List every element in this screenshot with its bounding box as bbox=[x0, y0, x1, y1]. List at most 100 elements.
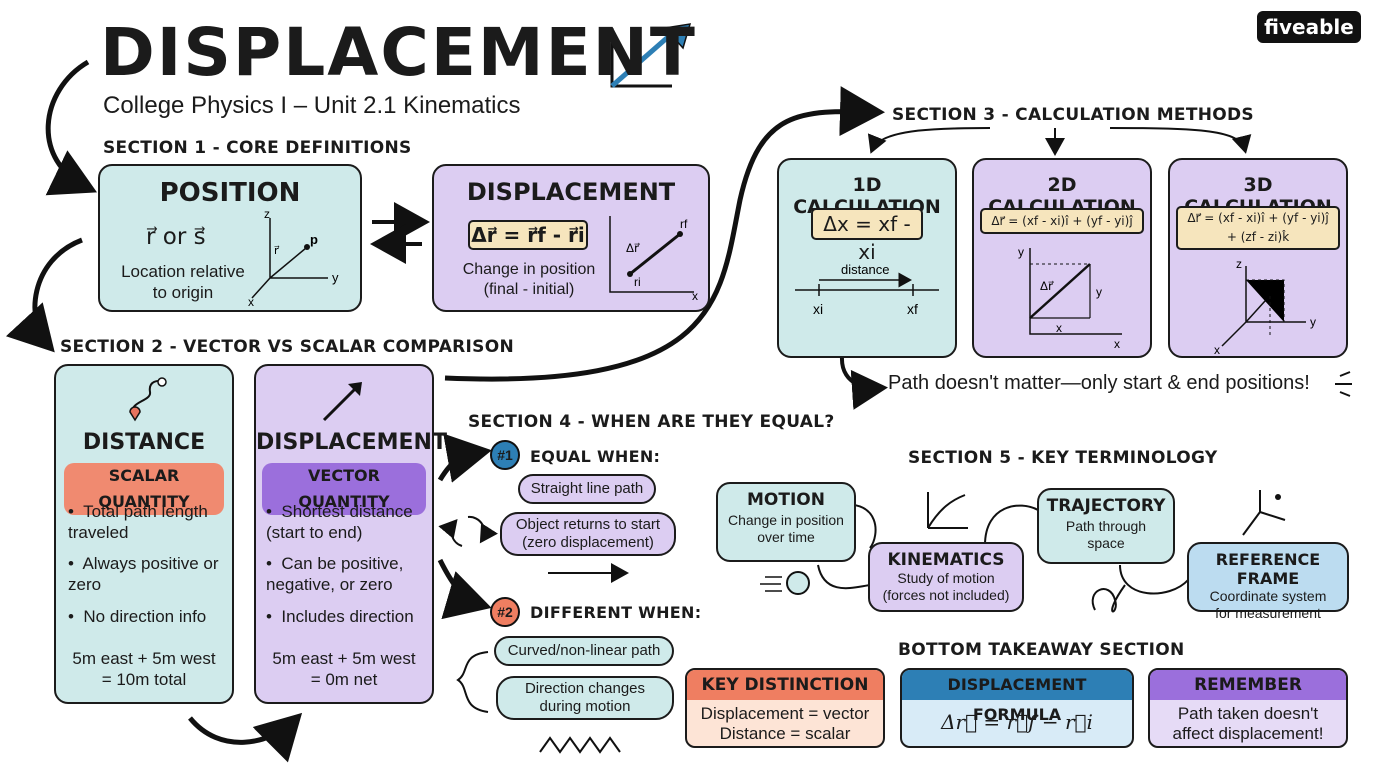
displacement-compare-title: DISPLACEMENT bbox=[256, 430, 447, 455]
distance-card: DISTANCE SCALAR QUANTITY • Total path le… bbox=[54, 364, 234, 704]
path-note: Path doesn't matter—only start & end pos… bbox=[888, 372, 1310, 394]
calc-3d-diagram: z y x bbox=[1214, 257, 1316, 356]
term-kinematics: KINEMATICS Study of motion (forces not i… bbox=[868, 542, 1024, 612]
remember-title: REMEMBER bbox=[1150, 670, 1346, 700]
distance-example-line1: 5m east + 5m west bbox=[72, 649, 216, 668]
term-trajectory-title: TRAJECTORY bbox=[1046, 496, 1166, 516]
position-card: POSITION r⃗ or s⃗ Location relative to o… bbox=[98, 164, 362, 312]
remember-line1: Path taken doesn't bbox=[1177, 704, 1319, 723]
calc-3d-z-axis: z bbox=[1236, 257, 1242, 271]
calc-2d-dr-label: Δr⃗ bbox=[1040, 279, 1054, 293]
axis-label-z: z bbox=[264, 207, 270, 221]
calc-2d-y-axis: y bbox=[1018, 245, 1024, 259]
calc-1d-xf-label: xf bbox=[907, 301, 918, 317]
displacement-bullet-2: • Can be positive, negative, or zero bbox=[266, 554, 404, 594]
key-distinction-card: KEY DISTINCTION Displacement = vector Di… bbox=[685, 668, 885, 748]
key-distinction-line1: Displacement = vector bbox=[700, 704, 870, 723]
vector-arrow-icon bbox=[322, 382, 362, 422]
term-kinematics-title: KINEMATICS bbox=[887, 550, 1005, 570]
remember-line2: affect displacement! bbox=[1172, 724, 1324, 743]
remember-card: REMEMBER Path taken doesn't affect displ… bbox=[1148, 668, 1348, 748]
distance-bullet-1: • Total path length traveled bbox=[68, 502, 208, 542]
diagram-label-ri: ri bbox=[634, 275, 641, 289]
axis-label-y: y bbox=[332, 270, 339, 285]
term-reference-frame-title: REFERENCE FRAME bbox=[1215, 550, 1321, 588]
distance-title: DISTANCE bbox=[82, 430, 206, 455]
displacement-definition-title: DISPLACEMENT bbox=[466, 178, 676, 206]
diagram-label-x: x bbox=[692, 289, 698, 302]
different-item-direction-changes: Direction changes during motion bbox=[496, 676, 674, 720]
term-reference-frame: REFERENCE FRAME Coordinate system for me… bbox=[1187, 542, 1349, 621]
calc-1d-xi-label: xi bbox=[813, 301, 823, 317]
displacement-bullet-3: • Includes direction bbox=[266, 607, 414, 626]
position-desc-line1: Location relative bbox=[121, 262, 245, 281]
page-subtitle: College Physics I – Unit 2.1 Kinematics bbox=[103, 92, 521, 119]
calc-2d-card: 2D CALCULATION Δr⃗ = (xf - xi)î + (yf - … bbox=[972, 158, 1152, 358]
displacement-definition-card: DISPLACEMENT Δr⃗ = r⃗f - r⃗i Change in p… bbox=[432, 164, 710, 312]
calc-1d-card: 1D CALCULATION Δx = xf - xi distance xi … bbox=[777, 158, 957, 358]
calc-3d-formula-line1: Δr⃗ = (xf - xi)î + (yf - yi)ĵ bbox=[1187, 211, 1329, 225]
displacement-example-line1: 5m east + 5m west bbox=[272, 649, 416, 668]
displacement-bullet-1: • Shortest distance (start to end) bbox=[266, 502, 413, 542]
equal-badge: #1 bbox=[490, 440, 520, 470]
term-motion-title: MOTION bbox=[747, 490, 825, 510]
fiveable-logo: fiveable bbox=[1257, 11, 1361, 43]
point-label-p: p bbox=[310, 232, 318, 247]
equal-label: EQUAL WHEN: bbox=[530, 447, 661, 466]
equal-item-returns-to-start: Object returns to start (zero displaceme… bbox=[500, 512, 676, 556]
different-item-curved-path: Curved/non-linear path bbox=[494, 636, 674, 666]
calc-2d-formula: Δr⃗ = (xf - xi)î + (yf - yi)ĵ bbox=[980, 208, 1144, 234]
distance-bullet-2: • Always positive or zero bbox=[68, 554, 219, 594]
logo-text: fiveable bbox=[1264, 15, 1354, 39]
vector-quantity-tag: VECTOR QUANTITY bbox=[262, 463, 426, 515]
calc-3d-formula-line2: + (zf - zi)k̂ bbox=[1226, 230, 1290, 244]
section3-heading: SECTION 3 - CALCULATION METHODS bbox=[892, 105, 1254, 125]
position-title: POSITION bbox=[159, 178, 301, 208]
section2-heading: SECTION 2 - VECTOR VS SCALAR COMPARISON bbox=[60, 337, 515, 357]
displacement-formula-expression: Δr⃗ = r⃗f − r⃗i bbox=[941, 710, 1093, 734]
displacement-definition-formula: Δr⃗ = r⃗f - r⃗i bbox=[468, 220, 588, 250]
key-distinction-line2: Distance = scalar bbox=[719, 724, 851, 743]
calc-3d-formula: Δr⃗ = (xf - xi)î + (yf - yi)ĵ + (zf - zi… bbox=[1176, 206, 1340, 250]
calc-3d-y-axis: y bbox=[1310, 315, 1316, 329]
calc-2d-x-label: x bbox=[1056, 321, 1062, 335]
calc-2d-diagram: y Δr⃗ y x x bbox=[1018, 245, 1122, 350]
diagram-label-rf: rf bbox=[680, 217, 688, 231]
curvy-path-icon bbox=[129, 377, 167, 422]
calc-1d-diagram: distance xi xf bbox=[795, 262, 939, 317]
term-reference-frame-desc: Coordinate system for measurement bbox=[1209, 588, 1327, 621]
distance-example-line2: = 10m total bbox=[101, 670, 187, 689]
term-kinematics-desc: Study of motion (forces not included) bbox=[882, 570, 1010, 603]
displacement-example-line2: = 0m net bbox=[310, 670, 378, 689]
term-motion: MOTION Change in position over time bbox=[716, 482, 856, 562]
key-distinction-title: KEY DISTINCTION bbox=[687, 670, 883, 700]
axis-label-x: x bbox=[248, 295, 254, 306]
section5-heading: SECTION 5 - KEY TERMINOLOGY bbox=[908, 448, 1218, 468]
term-trajectory: TRAJECTORY Path through space bbox=[1037, 488, 1175, 564]
equal-item-straight-path: Straight line path bbox=[518, 474, 656, 504]
diagram-label-dr: Δr⃗ bbox=[626, 241, 640, 255]
displacement-desc-line1: Change in position bbox=[462, 261, 596, 278]
page-title: DISPLACEMENT bbox=[100, 14, 697, 91]
term-motion-desc: Change in position over time bbox=[728, 512, 844, 545]
position-symbol: r⃗ or s⃗ bbox=[146, 224, 206, 250]
displacement-compare-card: DISPLACEMENT VECTOR QUANTITY • Shortest … bbox=[254, 364, 447, 704]
calc-1d-distance-label: distance bbox=[841, 262, 889, 277]
calc-1d-formula: Δx = xf - xi bbox=[811, 208, 923, 264]
takeaway-heading: BOTTOM TAKEAWAY SECTION bbox=[898, 640, 1185, 660]
section4-heading: SECTION 4 - WHEN ARE THEY EQUAL? bbox=[468, 412, 835, 432]
term-trajectory-desc: Path through space bbox=[1065, 518, 1147, 551]
position-desc-line2: to origin bbox=[152, 283, 214, 302]
calc-3d-x-axis: x bbox=[1214, 343, 1220, 356]
calc-2d-x-axis: x bbox=[1114, 337, 1120, 350]
different-badge: #2 bbox=[490, 597, 520, 627]
position-axes-diagram: z y x p r⃗ bbox=[248, 207, 339, 306]
calc-3d-card: 3D CALCULATION Δr⃗ = (xf - xi)î + (yf - … bbox=[1168, 158, 1348, 358]
section1-heading: SECTION 1 - CORE DEFINITIONS bbox=[103, 138, 412, 158]
vector-label-r: r⃗ bbox=[274, 245, 280, 257]
different-label: DIFFERENT WHEN: bbox=[530, 603, 702, 622]
displacement-vector-diagram: Δr⃗ rf ri x bbox=[609, 216, 698, 302]
distance-bullet-3: • No direction info bbox=[68, 607, 207, 626]
displacement-formula-title: DISPLACEMENT FORMULA bbox=[902, 670, 1132, 724]
